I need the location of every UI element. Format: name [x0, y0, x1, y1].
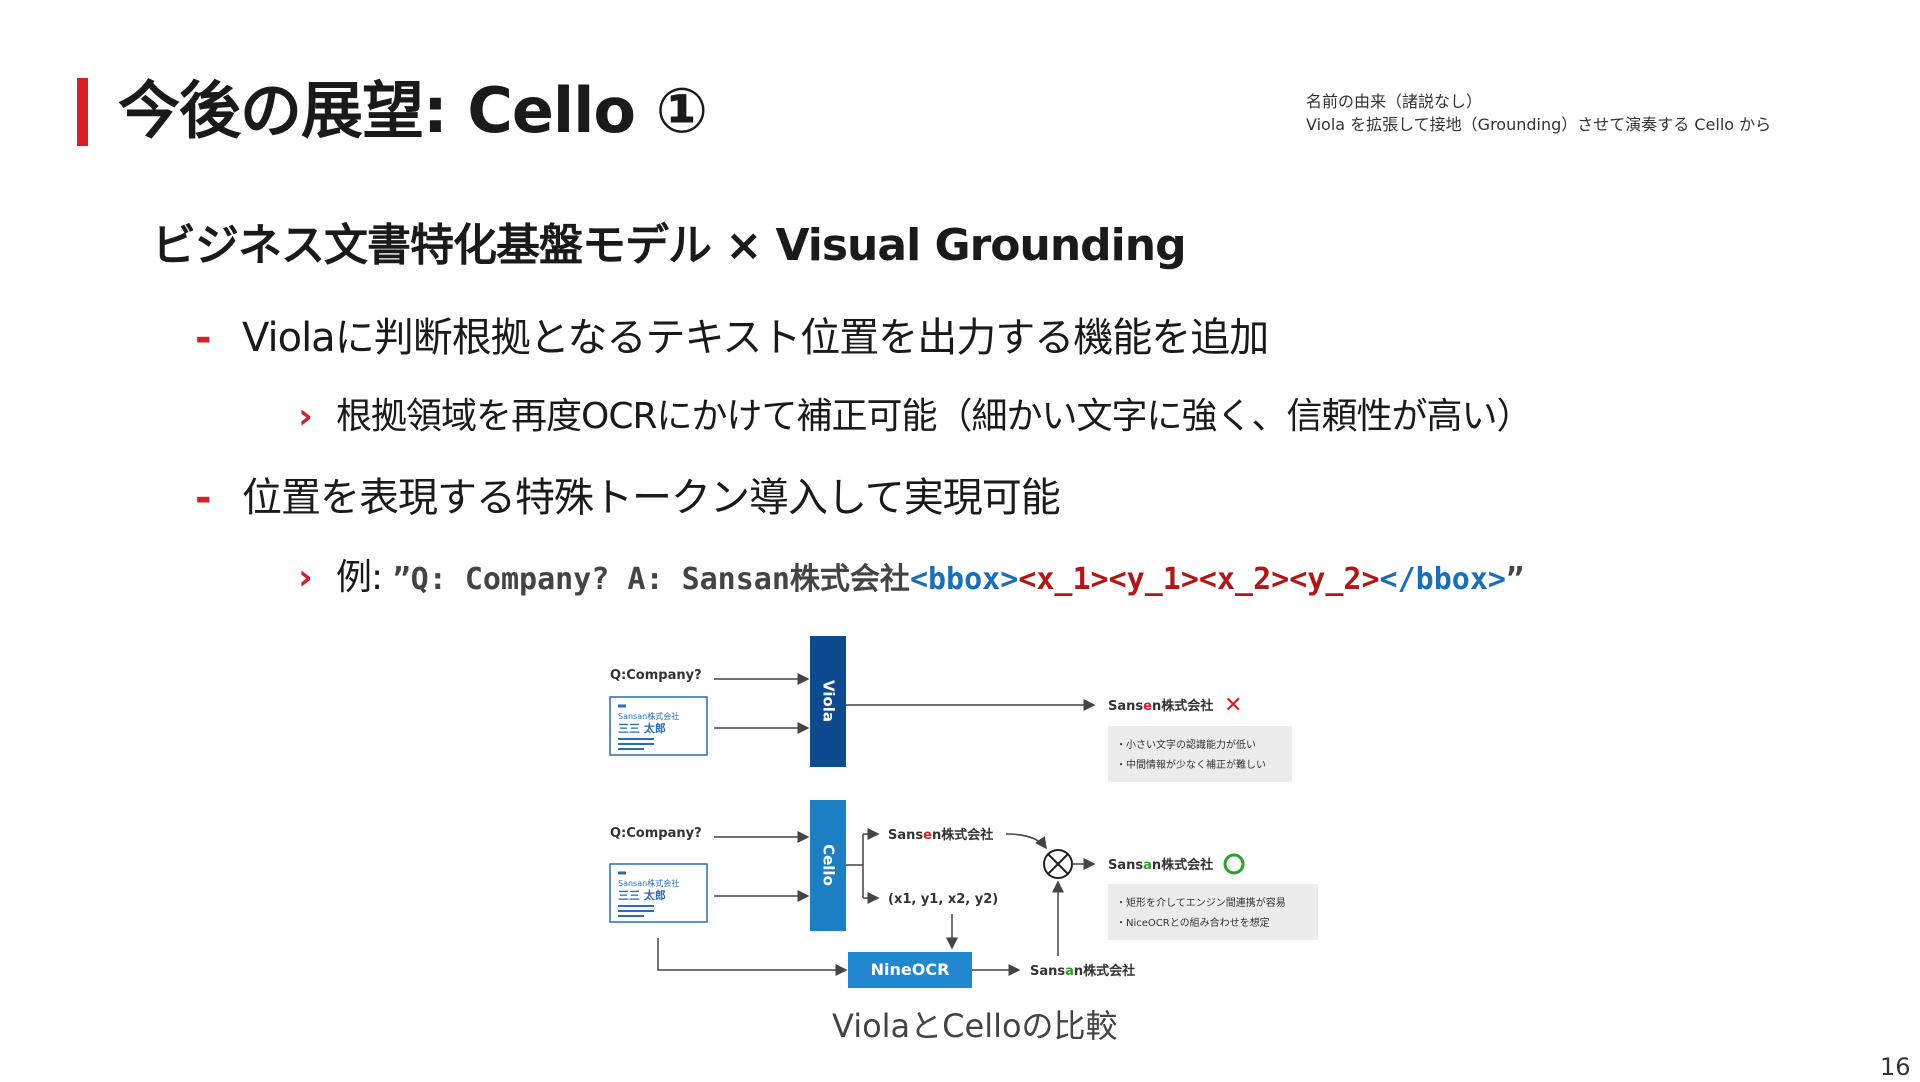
ocr-output-prefix: Sans [1030, 964, 1065, 979]
card-name-text: 三三 太郎 [618, 721, 666, 735]
cello-output-prefix: Sans [888, 828, 923, 843]
ocr-output-diff: a [1065, 964, 1074, 979]
cello-note-1: ・矩形を介してエンジン間連携が容易 [1116, 896, 1286, 909]
card-company-text: Sansan株式会社 [618, 711, 679, 721]
card-company-text: Sansan株式会社 [618, 878, 679, 888]
card-name-text: 三三 太郎 [618, 888, 666, 902]
page-title: 今後の展望: Cello ① [118, 74, 708, 147]
viola-output-suffix: n株式会社 [1152, 698, 1213, 714]
bullet-2-sub-line: 例: ”Q: Company? A: Sansan株式会社<bbox><x_1>… [336, 552, 1524, 606]
chevron-right-icon: › [298, 557, 313, 598]
example-prefix: 例: [336, 557, 393, 598]
diagram-caption: ViolaとCelloの比較 [832, 1007, 1118, 1045]
cello-question-label: Q:Company? [610, 826, 702, 841]
arrow-text-to-combine [1005, 833, 1047, 850]
example-question: ”Q: Company? A: Sansan株式会社 [392, 562, 910, 597]
title-accent-bar [77, 78, 88, 146]
nineocr-output-text: Sansan株式会社 [1030, 963, 1135, 979]
nineocr-box [848, 952, 972, 988]
cello-bbox-coordinates: (x1, y1, x2, y2) [888, 892, 998, 907]
bbox-close-token: </bbox> [1379, 562, 1506, 597]
nineocr-label: NineOCR [871, 960, 950, 979]
correct-result-icon [1223, 853, 1245, 875]
bbox-open-token: <bbox> [909, 562, 1019, 597]
coordinate-tokens: <x_1><y_1><x_2><y_2> [1018, 562, 1380, 597]
viola-question-label: Q:Company? [610, 668, 702, 683]
arrow-card-to-nineocr [657, 938, 848, 976]
note-line-2: Viola を拡張して接地（Grounding）させて演奏する Cello から [1306, 115, 1772, 134]
bullet-1-sub-text: 根拠領域を再度OCRにかけて補正可能（細かい文字に強く、信頼性が高い） [336, 396, 1532, 437]
bullet-1-text: Violaに判断根拠となるテキスト位置を出力する機能を追加 [242, 315, 1269, 361]
cello-output-diff: e [923, 828, 932, 843]
viola-output-prefix: Sans [1108, 699, 1143, 714]
cello-note-2: ・NiceOCRとの組み合わせを想定 [1116, 916, 1270, 929]
chevron-right-icon: › [298, 396, 313, 437]
bullet-2-text: 位置を表現する特殊トークン導入して実現可能 [242, 475, 1061, 521]
viola-note-2: ・中間情報が少なく補正が難しい [1116, 758, 1266, 771]
business-card-icon: Sansan株式会社 三三 太郎 [609, 696, 708, 756]
section-subtitle: ビジネス文書特化基盤モデル × Visual Grounding [152, 220, 1187, 271]
final-output-diff: a [1143, 858, 1152, 873]
cello-output-suffix: n株式会社 [932, 827, 993, 843]
final-output-prefix: Sans [1108, 858, 1143, 873]
final-output-suffix: n株式会社 [1152, 857, 1213, 873]
cello-output-text: Sansen株式会社 [888, 827, 993, 843]
name-origin-note: 名前の由来（諸説なし） Viola を拡張して接地（Grounding）させて演… [1306, 90, 1771, 136]
viola-note-box [1108, 726, 1292, 782]
viola-model-box [810, 636, 846, 767]
business-card-icon: Sansan株式会社 三三 太郎 [609, 863, 708, 923]
combine-operator-icon [1043, 849, 1073, 879]
viola-model-label: Viola [820, 680, 838, 722]
viola-cello-comparison-diagram: Q:Company? Sansan株式会社 三三 太郎 Viola Sansen… [609, 636, 1318, 988]
viola-output-diff: e [1143, 699, 1152, 714]
page-number: 16 [1880, 1053, 1911, 1081]
bullet-dash-1: - [195, 315, 212, 361]
example-end-quote: ” [1505, 562, 1525, 597]
cello-final-output-text: Sansan株式会社 [1108, 857, 1213, 873]
cello-note-box [1108, 884, 1318, 940]
viola-note-1: ・小さい文字の認識能力が低い [1116, 738, 1256, 751]
cello-model-label: Cello [820, 844, 838, 886]
ocr-output-suffix: n株式会社 [1074, 963, 1135, 979]
bullet-dash-2: - [195, 475, 212, 521]
cello-model-box [810, 800, 846, 931]
note-line-1: 名前の由来（諸説なし） [1306, 92, 1483, 111]
wrong-result-icon: ✕ [1224, 693, 1242, 718]
viola-output-text: Sansen株式会社 [1108, 698, 1213, 714]
